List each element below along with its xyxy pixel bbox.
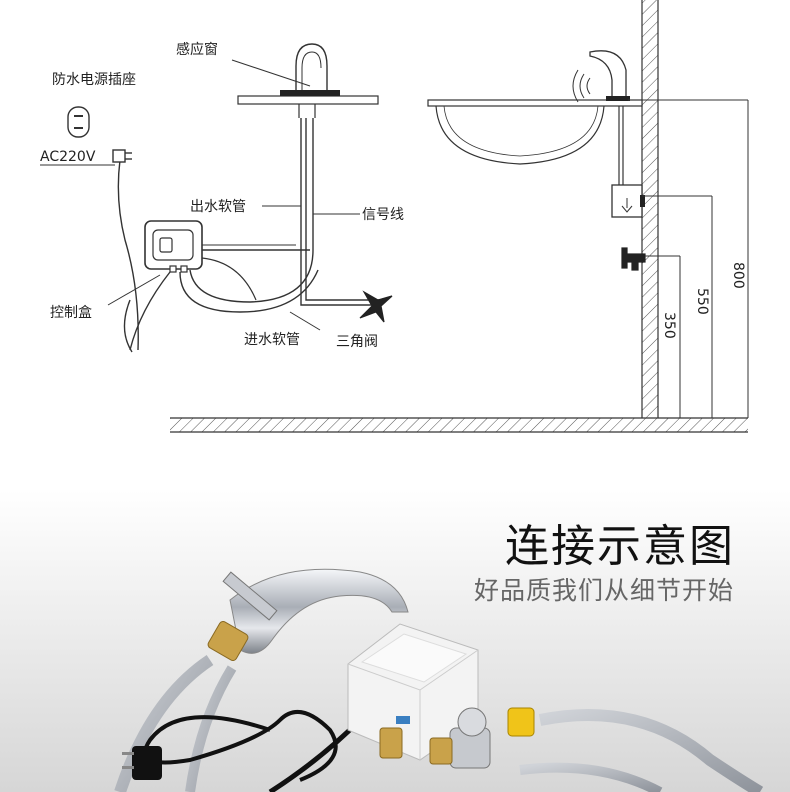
wall: [641, 0, 659, 418]
label-signal-wire: 信号线: [362, 207, 404, 223]
label-angle-valve: 三角阀: [336, 334, 378, 350]
faucet-spout: [229, 568, 409, 654]
valve-fitting: [379, 707, 535, 769]
label-waterproof-socket: 防水电源插座: [52, 72, 136, 88]
label-control-box: 控制盒: [50, 304, 92, 321]
leader-inlet: [289, 311, 321, 331]
angle-valve-right: [621, 247, 646, 271]
control-box-photo: [347, 623, 479, 761]
photo-subtitle: 好品质我们从细节开始: [474, 576, 735, 605]
dimension-800: 800: [730, 262, 746, 289]
outlet-hose: [300, 118, 380, 306]
signal-wire: [189, 118, 314, 303]
dimension-350: 350: [661, 312, 677, 339]
braided-hose-2: [185, 665, 237, 792]
floor: [170, 417, 748, 433]
leader-control-box: [107, 274, 161, 306]
basin-right: [427, 99, 643, 165]
faucet-left: [280, 43, 340, 118]
braided-hose-1: [114, 655, 214, 792]
angle-valve-left: [359, 290, 393, 323]
braided-hose-4: [519, 762, 663, 792]
braided-hose-3: [538, 709, 764, 792]
black-cable: [143, 710, 338, 782]
faucet-right: [572, 50, 645, 218]
dimension-550: 550: [694, 288, 710, 315]
label-inlet-hose: 进水软管: [244, 332, 300, 348]
leader-sensor: [231, 59, 311, 87]
label-sensor-window: 感应窗: [176, 41, 218, 58]
socket-icon: [67, 106, 90, 138]
label-outlet-hose: 出水软管: [190, 199, 246, 215]
control-box: [129, 220, 319, 351]
dimension-lines: [628, 99, 749, 418]
product-photo: [0, 490, 790, 792]
power-plug: [122, 746, 162, 780]
brass-nut: [207, 620, 249, 662]
power-cord: [112, 149, 139, 353]
countertop: [237, 95, 379, 105]
photo-title: 连接示意图: [505, 521, 735, 572]
label-voltage: AC220V: [40, 149, 96, 165]
installation-diagram: [40, 0, 749, 433]
faucet-flange: [222, 571, 278, 621]
